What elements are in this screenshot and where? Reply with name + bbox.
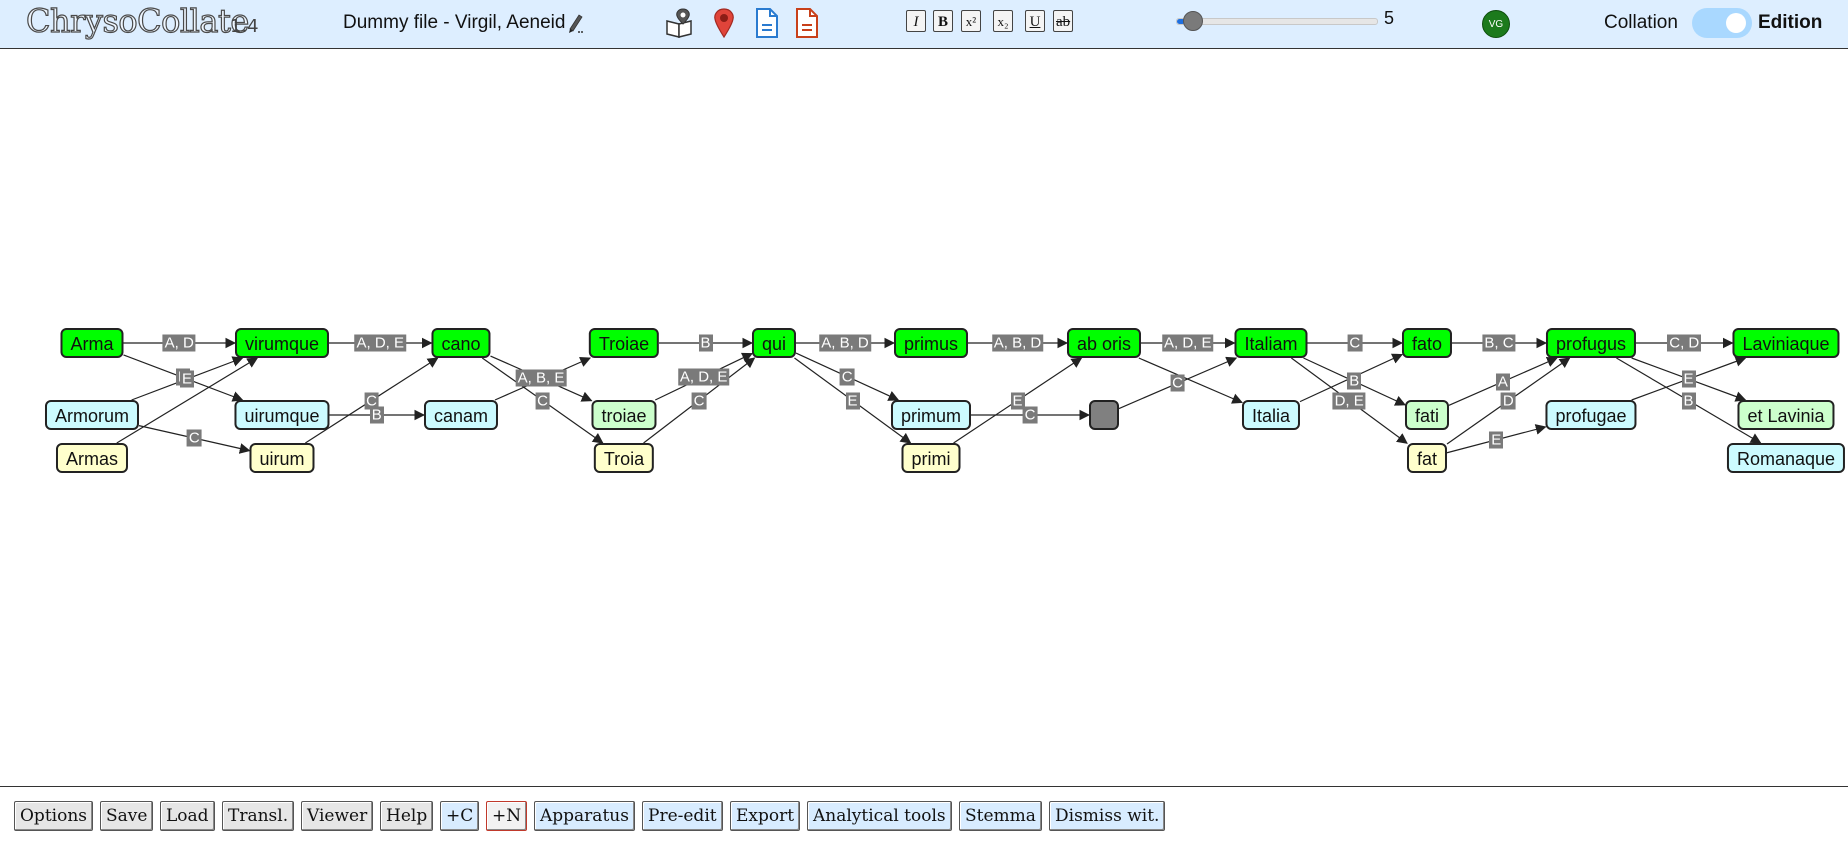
map-pin-icon[interactable] bbox=[708, 7, 740, 39]
graph-node-profugae[interactable]: profugae bbox=[1545, 400, 1637, 430]
edge-label[interactable]: C bbox=[535, 392, 550, 409]
load-button[interactable]: Load bbox=[160, 801, 215, 831]
app-version: 1.4 bbox=[230, 16, 259, 37]
edge-label[interactable]: E bbox=[1010, 392, 1025, 409]
graph-node-italiam[interactable]: Italiam bbox=[1234, 328, 1308, 358]
edge-label[interactable]: A, B, E bbox=[515, 369, 567, 387]
edge-label[interactable]: C bbox=[691, 392, 707, 409]
edge-label[interactable]: C bbox=[1022, 406, 1038, 424]
toggle-knob bbox=[1726, 13, 1746, 33]
graph-edge-armas-virumque bbox=[116, 357, 259, 444]
slider-fill bbox=[1177, 19, 1186, 24]
document-icon[interactable] bbox=[750, 7, 782, 39]
slider-thumb[interactable] bbox=[1183, 11, 1204, 31]
document-title[interactable]: Dummy file - Virgil, Aeneid bbox=[343, 12, 585, 34]
edge-label[interactable]: B bbox=[369, 406, 384, 424]
graph-node-cano[interactable]: cano bbox=[431, 328, 491, 358]
graph-node-fat[interactable]: fat bbox=[1406, 443, 1448, 473]
graph-node-fati[interactable]: fati bbox=[1404, 400, 1450, 430]
superscript-button[interactable]: x² bbox=[961, 10, 981, 32]
save-button[interactable]: Save bbox=[100, 801, 154, 831]
edge-label[interactable]: A, D, E bbox=[1161, 334, 1214, 352]
export-button[interactable]: Export bbox=[730, 801, 801, 831]
graph-node-profugus[interactable]: profugus bbox=[1545, 328, 1637, 358]
edge-label[interactable]: B bbox=[1347, 372, 1362, 390]
analytical-tools-button[interactable]: Analytical tools bbox=[807, 801, 952, 831]
graph-node-armas[interactable]: Armas bbox=[55, 443, 129, 473]
edge-label[interactable]: A, B, D bbox=[991, 334, 1044, 352]
mode-label-edition: Edition bbox=[1758, 12, 1823, 33]
graph-node-virumque[interactable]: virumque bbox=[234, 328, 330, 358]
graph-node-italia[interactable]: Italia bbox=[1241, 400, 1301, 430]
graph-node-arma[interactable]: Arma bbox=[60, 328, 124, 358]
graph-node-aboris[interactable]: ab oris bbox=[1066, 328, 1142, 358]
underline-button[interactable]: U bbox=[1025, 10, 1045, 32]
edge-label[interactable]: C, D bbox=[1667, 334, 1702, 352]
edge-label[interactable]: D bbox=[1500, 392, 1516, 410]
stemma-button[interactable]: Stemma bbox=[959, 801, 1042, 831]
graph-node-etlavinia[interactable]: et Lavinia bbox=[1737, 400, 1835, 430]
edge-label[interactable]: E bbox=[179, 370, 195, 388]
edge-label[interactable]: B, C bbox=[1482, 334, 1516, 352]
strikethrough-button[interactable]: ab bbox=[1053, 10, 1074, 32]
help-button[interactable]: Help bbox=[380, 801, 434, 831]
viewer-button[interactable]: Viewer bbox=[301, 801, 374, 831]
user-avatar[interactable]: VG bbox=[1482, 10, 1510, 38]
graph-edge-aboris-italia bbox=[1138, 357, 1243, 404]
edge-label[interactable]: C bbox=[364, 392, 379, 409]
slider-value: 5 bbox=[1384, 8, 1395, 28]
graph-node-uirum[interactable]: uirum bbox=[249, 443, 315, 473]
edge-label[interactable]: E bbox=[1681, 370, 1696, 388]
edge-label[interactable]: A bbox=[1495, 373, 1510, 391]
map-book-icon[interactable] bbox=[664, 7, 696, 39]
italic-button[interactable]: I bbox=[906, 10, 926, 32]
graph-node-laviniaque[interactable]: Laviniaque bbox=[1732, 328, 1840, 358]
edge-label[interactable]: A, B, D bbox=[819, 334, 871, 352]
edge-label[interactable]: E bbox=[1489, 431, 1504, 449]
graph-node-troia[interactable]: Troia bbox=[593, 443, 655, 473]
graph-node-qui[interactable]: qui bbox=[751, 328, 797, 358]
graph-node-canam[interactable]: canam bbox=[423, 400, 499, 430]
edge-label[interactable]: A, D, E bbox=[677, 368, 730, 386]
mode-label-collation: Collation bbox=[1604, 12, 1678, 33]
bold-button[interactable]: B bbox=[933, 10, 953, 32]
dismiss-wit-button[interactable]: Dismiss wit. bbox=[1049, 801, 1166, 831]
edge-label[interactable]: C bbox=[1170, 374, 1186, 392]
font-size-slider[interactable] bbox=[1176, 11, 1378, 31]
transl-button[interactable]: Transl. bbox=[222, 801, 295, 831]
options-button[interactable]: Options bbox=[14, 801, 93, 831]
graph-node-uirumque[interactable]: uirumque bbox=[234, 400, 330, 430]
edge-label[interactable]: B bbox=[1681, 392, 1696, 409]
graph-node-troiae2[interactable]: troiae bbox=[591, 400, 657, 430]
c-button[interactable]: +C bbox=[440, 801, 480, 831]
n-button[interactable]: +N bbox=[486, 801, 528, 831]
pre-edit-button[interactable]: Pre-edit bbox=[642, 801, 723, 831]
subscript-button[interactable]: x₂ bbox=[993, 10, 1013, 32]
graph-node-armorum[interactable]: Armorum bbox=[44, 400, 140, 430]
pencil-icon[interactable] bbox=[567, 12, 585, 34]
edge-label[interactable]: C bbox=[839, 368, 855, 386]
edge-label[interactable]: A, D, E bbox=[354, 334, 407, 352]
graph-node-empty[interactable] bbox=[1089, 400, 1119, 430]
edge-label[interactable]: C bbox=[1347, 334, 1363, 352]
edge-label[interactable]: C bbox=[186, 429, 202, 447]
edge-label[interactable]: B bbox=[698, 334, 713, 352]
app-logo: ChrysoCollate bbox=[25, 1, 249, 40]
document-title-text: Dummy file - Virgil, Aeneid bbox=[343, 12, 566, 33]
graph-node-troiae[interactable]: Troiae bbox=[588, 328, 660, 358]
document-red-icon[interactable] bbox=[790, 7, 822, 39]
apparatus-button[interactable]: Apparatus bbox=[534, 801, 635, 831]
mode-toggle[interactable] bbox=[1692, 8, 1752, 38]
edge-label[interactable]: D, E bbox=[1332, 392, 1366, 410]
edge-label[interactable]: A, D bbox=[162, 334, 196, 352]
top-toolbar: ChrysoCollate 1.4 Dummy file - Virgil, A… bbox=[0, 0, 1848, 49]
graph-node-primi[interactable]: primi bbox=[901, 443, 961, 473]
graph-node-primum[interactable]: primum bbox=[890, 400, 972, 430]
graph-node-primus[interactable]: primus bbox=[893, 328, 969, 358]
graph-node-romanaque[interactable]: Romanaque bbox=[1726, 443, 1846, 473]
edge-label[interactable]: E bbox=[845, 392, 860, 409]
graph-node-fato[interactable]: fato bbox=[1401, 328, 1453, 358]
